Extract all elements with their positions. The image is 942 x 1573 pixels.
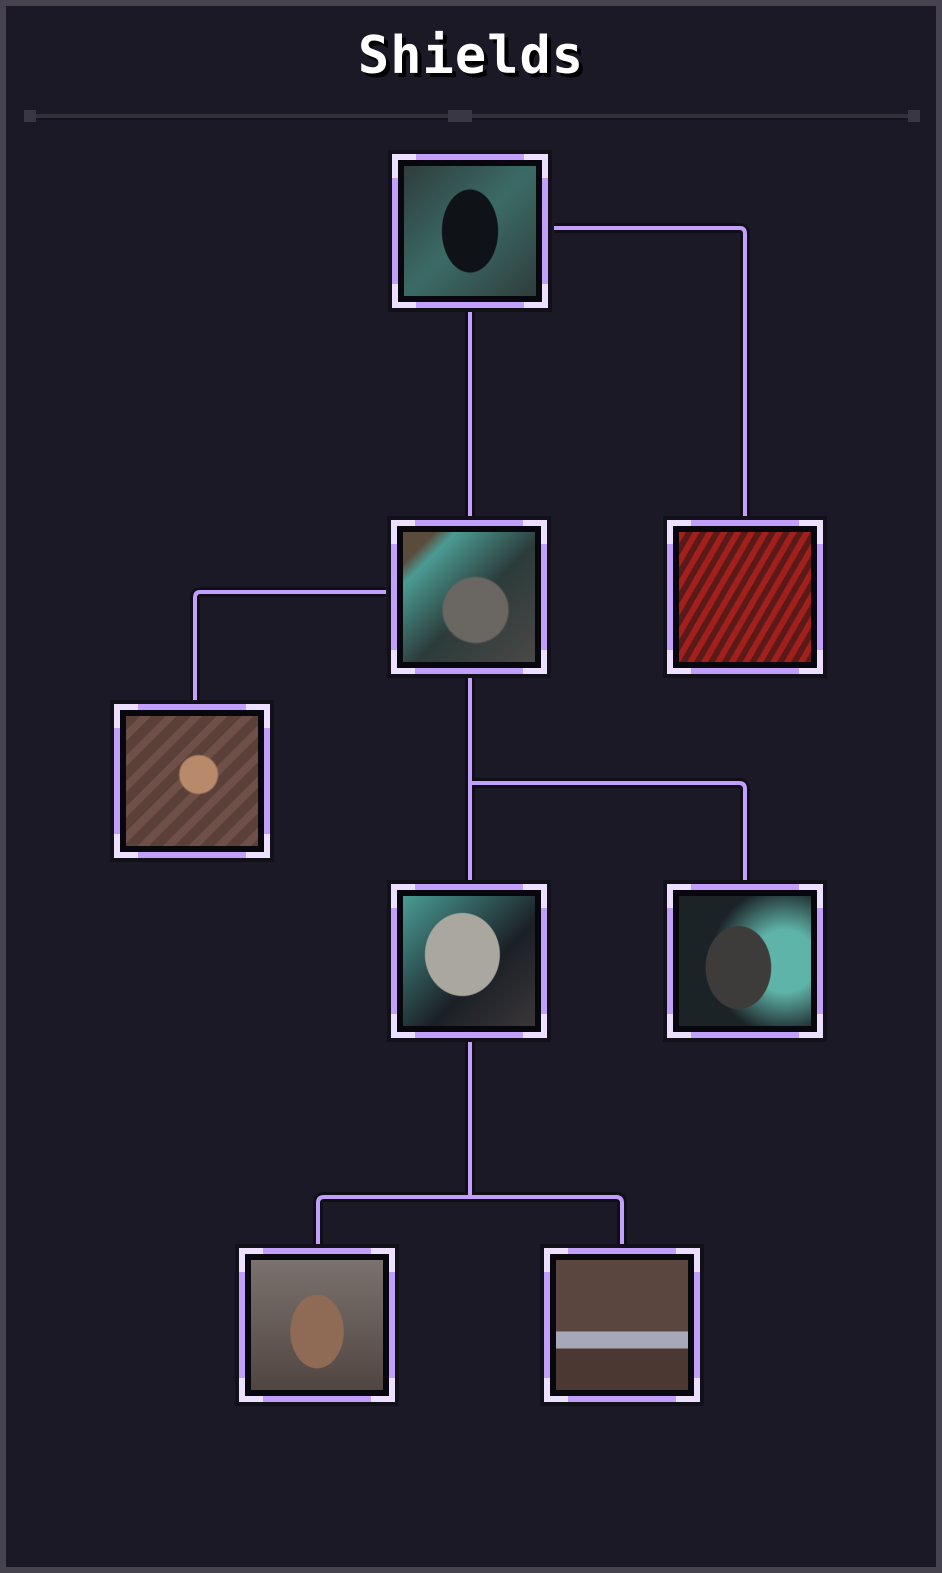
shadow-figure-icon — [404, 166, 536, 296]
skill-connectors — [190, 223, 750, 1244]
connector — [470, 781, 747, 882]
tower-shield-icon — [403, 896, 535, 1026]
connector — [554, 226, 747, 518]
skill-node-tower-shield[interactable] — [387, 880, 551, 1042]
shield-bash-icon — [126, 716, 258, 846]
skill-node-shield-bash[interactable] — [110, 700, 274, 862]
skill-node-root[interactable] — [388, 150, 552, 312]
shield-wall-icon — [679, 896, 811, 1026]
skill-tree-panel: Shields — [6, 6, 936, 1567]
guardian-face-icon — [556, 1260, 688, 1390]
skill-node-shield-wall[interactable] — [663, 880, 827, 1042]
skill-node-bloody-shield[interactable] — [663, 516, 827, 678]
skull-shield-icon — [403, 532, 535, 662]
connector — [193, 590, 386, 702]
skill-node-warrior[interactable] — [235, 1244, 399, 1406]
panel-title: Shields — [357, 26, 585, 86]
bloody-shield-icon — [679, 532, 811, 662]
warrior-icon — [251, 1260, 383, 1390]
skill-node-guardian-face[interactable] — [540, 1244, 704, 1406]
connector — [316, 1195, 624, 1244]
title-divider — [24, 110, 920, 122]
skill-node-skull-shield[interactable] — [387, 516, 551, 678]
